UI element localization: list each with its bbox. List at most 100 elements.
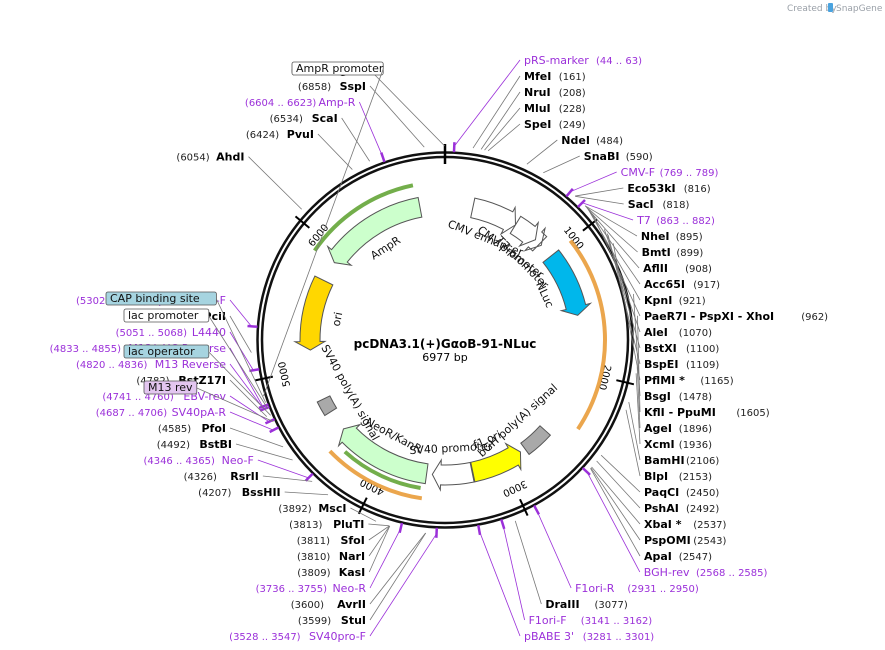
site-bmti[interactable]: BmtI [642,246,671,259]
site-nrui[interactable]: NruI [524,86,551,99]
site-rsrii[interactable]: RsrII [230,470,259,483]
site-mfei[interactable]: MfeI [524,70,551,83]
site-nari[interactable]: NarI [339,550,365,563]
connector-line [216,298,266,403]
site-alei[interactable]: AleI [644,326,668,339]
site-position: (1070) [679,328,712,339]
site-bsshii[interactable]: BssHII [242,486,281,499]
boxed-feature-box[interactable] [123,308,210,323]
feature-cmv-promoter[interactable] [509,215,540,248]
site-bstbi[interactable]: BstBI [199,438,232,451]
primer-neo-f[interactable]: Neo-F [222,454,254,467]
primer-sv40pa-r[interactable]: SV40pA-R [172,406,227,419]
site-position: (816) [684,184,711,195]
feature-ampr[interactable] [326,196,423,266]
site-nhei[interactable]: NheI [641,230,670,243]
site-eco53ki[interactable]: Eco53kI [627,182,675,195]
connector-line [591,466,641,525]
primer-l4440[interactable]: L4440 [192,326,226,339]
site-position: (1936) [679,440,712,451]
primer-prs-marker[interactable]: pRS-marker [524,54,589,67]
connector-line [600,454,641,493]
site-draiii[interactable]: DraIII [545,598,579,611]
primer-pbabe-3[interactable]: pBABE 3' [524,630,574,643]
site-snabi[interactable]: SnaBI [584,150,620,163]
connector-line [368,525,391,573]
site-paer7i-pspxi-xhoi[interactable]: PaeR7I - PspXI - XhoI [644,310,774,323]
site-pspomi[interactable]: PspOMI [644,534,691,547]
site-scai[interactable]: ScaI [312,112,338,125]
primer-bgh-rev[interactable]: BGH-rev [644,566,690,579]
primer-range: (6604 .. 6623) [245,98,317,109]
site-position: (818) [663,200,690,211]
connector-line [229,379,268,417]
site-position: (1100) [686,344,719,355]
feature-ori[interactable] [293,275,334,351]
site-bsgi[interactable]: BsgI [644,390,671,403]
primer-mark [398,522,404,534]
site-sspi[interactable]: SspI [340,80,366,93]
connector-line [587,208,641,301]
site-pvui[interactable]: PvuI [287,128,314,141]
primer-amp-r[interactable]: Amp-R [319,96,356,109]
feature-neor-kanr[interactable] [337,423,429,485]
site-kpni[interactable]: KpnI [644,294,672,307]
site-bstxi[interactable]: BstXI [644,342,677,355]
site-xbai[interactable]: XbaI * [644,518,682,531]
site-pluti[interactable]: PluTI [333,518,364,531]
boxed-feature-box[interactable] [291,61,384,76]
site-apai[interactable]: ApaI [644,550,672,563]
primer-range: (769 .. 789) [660,168,719,179]
boxed-feature-box[interactable] [123,344,210,359]
connector-line [229,331,254,371]
site-spei[interactable]: SpeI [524,118,551,131]
site-xcmi[interactable]: XcmI [644,438,675,451]
site-blpi[interactable]: BlpI [644,470,668,483]
site-pshai[interactable]: PshAI [644,502,679,515]
feature-sv40-poly-a-signal[interactable] [316,395,338,417]
boxed-feature-box[interactable] [143,380,198,395]
primer-cmv-f[interactable]: CMV-F [621,166,655,179]
connector-line [478,530,521,637]
feature-bgh-poly-a-signal[interactable] [520,425,552,456]
site-bamhi[interactable]: BamHI [644,454,685,467]
site-ndei[interactable]: NdeI [561,134,590,147]
boxed-feature-box[interactable] [105,291,217,306]
connector-line [575,195,624,205]
connector-line [229,411,274,431]
site-saci[interactable]: SacI [628,198,654,211]
primer-f1ori-r[interactable]: F1ori-R [575,582,615,595]
primer-f1ori-f[interactable]: F1ori-F [529,614,567,627]
site-aflii[interactable]: AflII [643,262,668,275]
connector-line [248,156,302,210]
connector-line [229,363,265,410]
connector-line [235,443,293,461]
site-mlui[interactable]: MluI [524,102,551,115]
site-kasi[interactable]: KasI [339,566,366,579]
feature-t7-promoter[interactable] [523,226,548,252]
primer-sv40pro-f[interactable]: SV40pro-F [309,630,366,643]
site-acc65i[interactable]: Acc65I [644,278,685,291]
site-position: (4326) [184,472,217,483]
site-ahdi[interactable]: AhdI [216,151,244,164]
site-pflmi[interactable]: PflMI * [644,374,685,387]
feature-label: SV40 promoter [409,440,493,457]
site-bspei[interactable]: BspEI [644,358,678,371]
site-stui[interactable]: StuI [341,614,366,627]
feature-sv40-promoter[interactable] [431,458,475,492]
primer-t7[interactable]: T7 [636,214,651,227]
site-sfoi[interactable]: SfoI [340,534,364,547]
connector-line [536,510,572,589]
feature-nluc[interactable] [542,249,593,316]
site-pfoi[interactable]: PfoI [202,422,227,435]
primer-m13-reverse[interactable]: M13 Reverse [155,358,226,371]
site-paqci[interactable]: PaqCI [644,486,679,499]
site-agei[interactable]: AgeI [644,422,672,435]
primer-neo-r[interactable]: Neo-R [332,582,366,595]
site-avrii[interactable]: AvrII [337,598,366,611]
site-kfli-ppumi[interactable]: KflI - PpuMI [644,406,716,419]
feature-f1-ori[interactable] [470,442,522,483]
site-msci[interactable]: MscI [318,502,346,515]
site-position: (908) [685,264,712,275]
tick-mark [616,379,635,386]
